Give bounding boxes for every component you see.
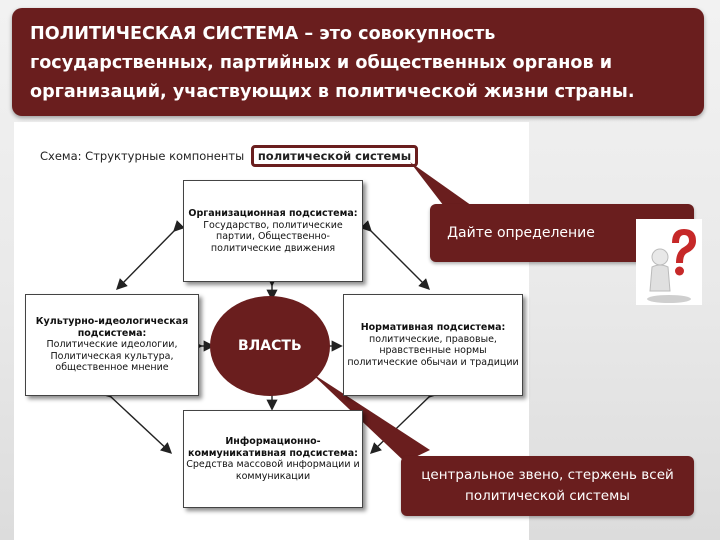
normative-subsystem-title: Нормативная подсистема: — [360, 322, 506, 333]
communicative-subsystem-box: Информационно-коммуникативная подсистема… — [183, 410, 363, 508]
cultural-ideological-subsystem-body: Политические идеологии, Политическая кул… — [46, 339, 178, 374]
definition-line-2: государственных, партийных и общественны… — [30, 53, 613, 73]
definition-text: ПОЛИТИЧЕСКАЯ СИСТЕМА – это совокупность … — [30, 20, 690, 107]
normative-subsystem-box: Нормативная подсистема: политические, пр… — [343, 294, 523, 396]
arrow-top-right — [360, 220, 430, 290]
arrow-right-bottom — [369, 386, 440, 454]
definition-callout-text: Дайте определение — [447, 225, 595, 241]
arrow-top-left — [116, 220, 185, 290]
schema-title: Схема: Структурные компоненты политическ… — [40, 145, 419, 167]
communicative-subsystem-title: Информационно-коммуникативная подсистема… — [188, 436, 358, 459]
organizational-subsystem-title: Организационная подсистема: — [188, 208, 358, 219]
core-callout-pointer — [310, 372, 430, 462]
normative-subsystem-body: политические, правовые, нравственные нор… — [347, 333, 519, 368]
definition-line-3: организаций, участвующих в политической … — [30, 82, 635, 102]
core-callout: центральное звено, стержень всей политич… — [401, 456, 694, 516]
core-callout-text: центральное звено, стержень всей политич… — [421, 467, 674, 504]
definition-callout-pointer — [410, 162, 475, 214]
definition-line-1: ПОЛИТИЧЕСКАЯ СИСТЕМА – это совокупность — [30, 24, 496, 44]
definition-header: ПОЛИТИЧЕСКАЯ СИСТЕМА – это совокупность … — [12, 8, 704, 116]
cultural-ideological-subsystem-box: Культурно-идеологическая подсистема: Пол… — [25, 294, 199, 396]
organizational-subsystem-body: Государство, политические партии, Общест… — [203, 219, 343, 254]
schema-title-prefix: Схема: Структурные компоненты — [40, 149, 245, 163]
question-person-icon — [636, 219, 702, 305]
cultural-ideological-subsystem-title: Культурно-идеологическая подсистема: — [35, 316, 189, 339]
power-ellipse — [210, 296, 330, 396]
arrow-left-bottom — [100, 386, 173, 454]
schema-title-highlight: политической системы — [250, 145, 419, 167]
power-label: ВЛАСТЬ — [238, 338, 302, 354]
communicative-subsystem-body: Средства массовой информации и коммуника… — [186, 459, 360, 482]
organizational-subsystem-box: Организационная подсистема: Государство,… — [183, 180, 363, 282]
